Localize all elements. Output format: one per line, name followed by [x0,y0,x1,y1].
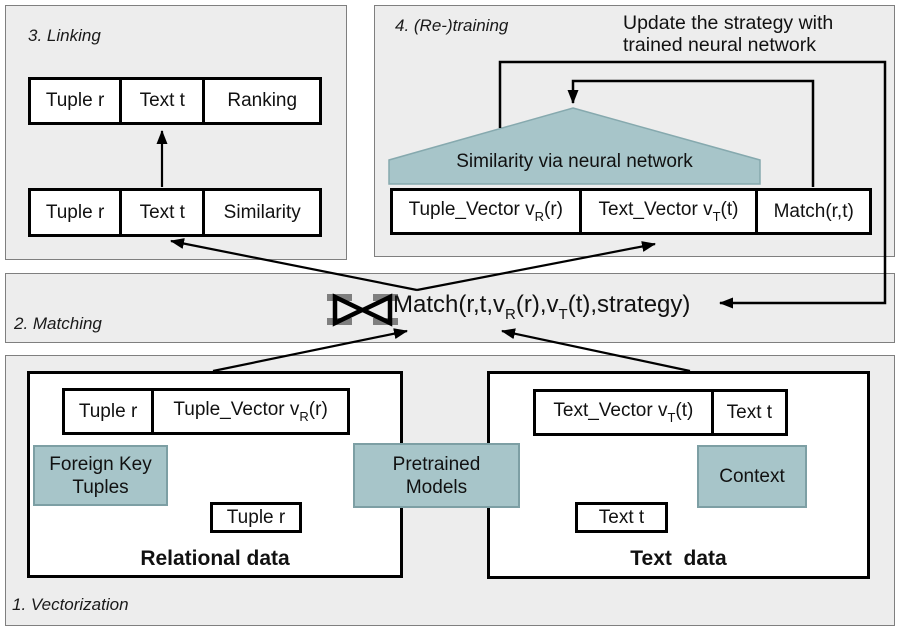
tuple-vector-label: Tuple_Vector vR(r) [408,199,564,224]
formula-part: Match(r,t,v [393,291,506,318]
tuple-r-box: Tuple r [210,502,302,533]
table-cell: Text_Vector vT(t) [578,191,756,232]
formula-part: (t),strategy) [567,291,691,318]
text-t-box: Text t [575,502,668,533]
relational-vector-table: Tuple r Tuple_Vector vR(r) [62,388,350,435]
table-cell: Ranking [202,80,319,122]
context-box: Context [697,445,807,508]
formula-subscript: T [558,306,568,323]
neural-network-label: Similarity via neural network [456,151,693,172]
panel-linking-title: 3. Linking [28,26,101,45]
panel-retraining-title: 4. (Re-)training [395,16,509,35]
formula-part: (r),v [515,291,559,318]
foreign-key-tuples-box: Foreign Key Tuples [33,445,168,506]
text-vector-table: Text_Vector vT(t) Text t [533,389,788,436]
match-formula: Match(r,t,vR(r),vT(t),strategy) [393,291,690,323]
text-vector-label: Text_Vector vT(t) [598,199,739,224]
panel-matching-title: 2. Matching [14,314,102,333]
table-cell: Text t [710,392,785,433]
table-cell: Similarity [202,191,319,234]
table-cell: Tuple_Vector vR(r) [393,191,579,232]
table-cell: Text_Vector vT(t) [536,392,711,433]
panel-vectorization-title: 1. Vectorization [12,595,129,614]
linking-ranking-table: Tuple r Text t Ranking [28,77,322,125]
table-cell: Tuple_Vector vR(r) [151,391,347,432]
text-data-label: Text data [630,547,727,570]
text-vector-label: Text_Vector vT(t) [553,400,694,425]
tuple-vector-label: Tuple_Vector vR(r) [173,399,328,424]
table-cell: Tuple r [45,90,105,111]
table-cell: Text t [119,191,202,234]
table-cell: Tuple r [78,400,138,422]
linking-similarity-table: Tuple r Text t Similarity [28,188,322,237]
table-cell: Tuple r [45,201,105,223]
relational-data-label: Relational data [140,547,290,570]
pretrained-models-box: Pretrained Models [353,443,520,508]
training-tuple-table: Tuple_Vector vR(r) Text_Vector vT(t) Mat… [390,188,872,235]
formula-subscript: R [505,306,516,323]
table-cell: Text t [119,80,202,122]
table-cell: Match(r,t) [755,191,869,232]
update-strategy-note: Update the strategy with trained neural … [623,12,834,56]
